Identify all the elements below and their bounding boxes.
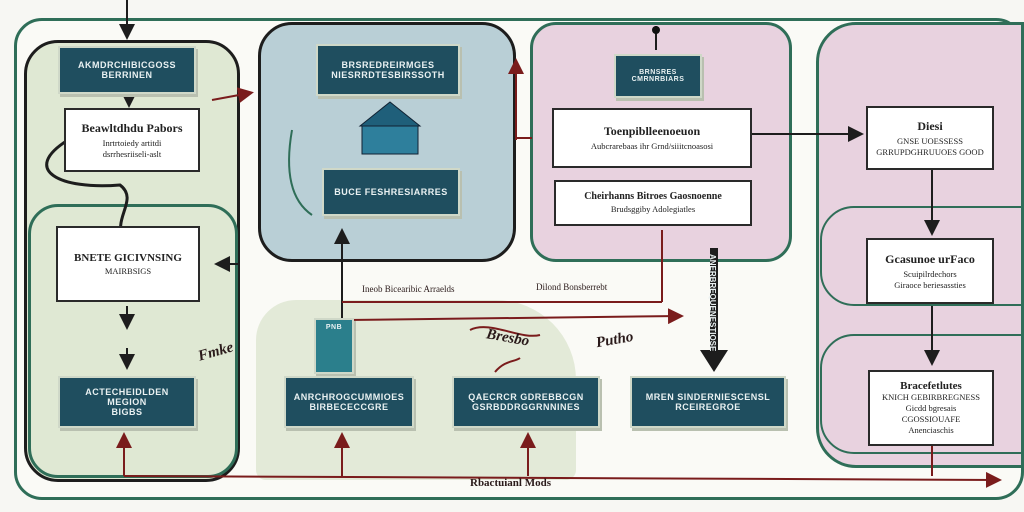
right-node-a-sub2: GRRUPDGHRUUOES GOOD (876, 146, 984, 157)
right-node-b-title: Gcasunoe urFaco (885, 251, 975, 266)
bottom-box-3[interactable]: MREN SINDERNIESCENSL RCEIREGROE (630, 376, 786, 428)
right-center-node-b[interactable]: Cheirhanns Bitroes Gaosnoenne Brudsggiby… (554, 180, 752, 226)
right-node-a-title: Diesi (917, 118, 943, 133)
flow-label-1: Ineob Bicearibic Arraelds (362, 284, 455, 294)
bottom-box-1-line2: BIRBECECCGRE (309, 402, 389, 412)
left-node-a-title: Beawltdhdu Pabors (81, 120, 183, 135)
right-node-c[interactable]: Bracefetlutes KNICH GEBIRBREGNESS Gicdd … (868, 370, 994, 446)
right-center-header-box[interactable]: BRNSRES CMRNRBIARS (614, 54, 702, 98)
left-bottom-line1: ACTECHEIDLDEN MEGION (85, 387, 169, 407)
left-node-a[interactable]: Beawltdhdu Pabors Inrtrtoiedy artitdi ds… (64, 108, 200, 172)
right-node-a[interactable]: Diesi GNSE UOESSESS GRRUPDGHRUUOES GOOD (866, 106, 994, 170)
bottom-box-2-line2: GSRBDDRGGRNNINES (471, 402, 580, 412)
right-node-b-sub1: Scuipilrdechors (903, 268, 957, 279)
vertical-flow-label: ANERBREQUENESTIOSE (708, 254, 717, 352)
left-header-text: AKMDRCHIBICGOSS BERRINEN (77, 60, 176, 80)
left-bottom-box[interactable]: ACTECHEIDLDEN MEGION BIGBS (58, 376, 196, 428)
right-node-c-title: Bracefetlutes (900, 380, 962, 392)
flow-label-2: Dilond Bonsberrebt (536, 282, 608, 292)
center-tab-box[interactable]: PNB (314, 318, 354, 374)
center-mid-box[interactable]: BUCE FESHRESIARRES (322, 168, 460, 216)
center-mid-text: BUCE FESHRESIARRES (334, 187, 448, 197)
right-center-header-text: BRNSRES CMRNRBIARS (631, 69, 685, 83)
bottom-box-2[interactable]: QAECRCR GDREBBCGN GSRBDDRGGRNNINES (452, 376, 600, 428)
left-bottom-line2: BIGBS (111, 407, 143, 417)
bottom-box-3-line1: MREN SINDERNIESCENSL (645, 392, 771, 402)
right-center-node-b-sub: Brudsggiby Adolegiatles (610, 204, 696, 214)
right-inner-frame-2 (820, 334, 1024, 454)
bottom-box-2-line1: QAECRCR GDREBBCGN (468, 392, 584, 402)
right-node-c-sub4: Anenciaschis (908, 425, 954, 435)
center-top-line1: BRSREDREIRMGES (341, 60, 435, 70)
left-node-a-sub2: dsrrhesriiseli-aslt (102, 148, 162, 159)
bottom-box-1-line1: ANRCHROGCUMMIOES (293, 392, 405, 402)
house-icon (358, 101, 422, 155)
right-node-c-sub3: CGOSSIOUAFE (901, 414, 961, 424)
right-node-b[interactable]: Gcasunoe urFaco Scuipilrdechors Giraoce … (866, 238, 994, 304)
right-center-node-a-title: Toenpiblleenoeuon (603, 124, 701, 138)
right-node-c-sub2: Gicdd bgresais (905, 403, 957, 413)
right-node-b-sub2: Giraoce beriesassties (894, 279, 966, 290)
left-node-a-sub1: Inrtrtoiedy artitdi (102, 137, 162, 148)
right-node-a-sub1: GNSE UOESSESS (897, 135, 963, 146)
left-node-b-title: BNETE GICIVNSING (74, 251, 182, 264)
center-top-line2: NIESRRDTESBIRSSOTH (331, 70, 445, 80)
bottom-box-1[interactable]: ANRCHROGCUMMIOES BIRBECECCGRE (284, 376, 414, 428)
right-center-node-a-sub: Aubcrarebaas ihr Grnd/siiitcnoasosi (590, 141, 714, 151)
right-node-c-sub1: KNICH GEBIRBREGNESS (882, 392, 980, 402)
left-header-box[interactable]: AKMDRCHIBICGOSS BERRINEN (58, 46, 196, 94)
center-top-box[interactable]: BRSREDREIRMGES NIESRRDTESBIRSSOTH (316, 44, 460, 96)
right-center-node-b-title: Cheirhanns Bitroes Gaosnoenne (584, 191, 722, 202)
right-inner-frame-1 (820, 206, 1024, 306)
center-tab-text: PNB (325, 324, 343, 331)
left-node-b-sub: MAIRBSIGS (104, 265, 152, 276)
left-node-b[interactable]: BNETE GICIVNSING MAIRBSIGS (56, 226, 200, 302)
bottom-box-3-line2: RCEIREGROE (675, 402, 741, 412)
footer-label: Rbactuianl Mods (470, 477, 551, 489)
right-center-node-a[interactable]: Toenpiblleenoeuon Aubcrarebaas ihr Grnd/… (552, 108, 752, 168)
